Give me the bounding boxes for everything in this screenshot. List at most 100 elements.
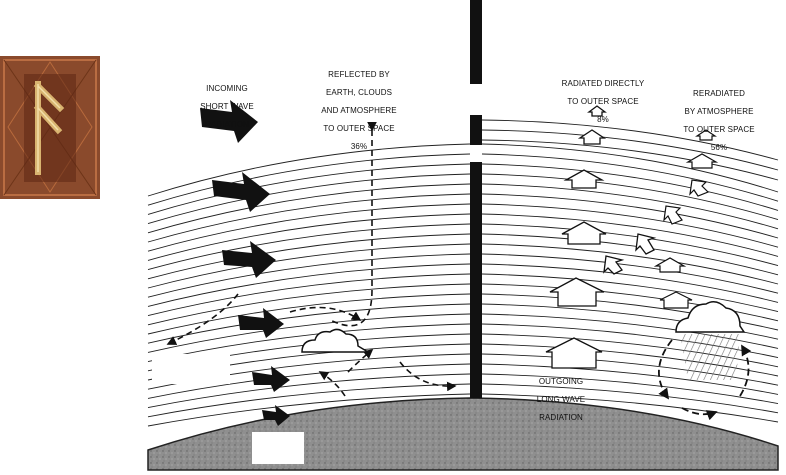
atmosphere-line xyxy=(481,363,779,395)
reflected-path-ground xyxy=(399,361,457,392)
outgoing-arrow-8 xyxy=(635,233,657,255)
atmosphere-line xyxy=(147,143,471,197)
reflected-label: REFLECTED BY EARTH, CLOUDS AND ATMOSPHER… xyxy=(318,61,400,160)
atmosphere-line xyxy=(147,253,471,298)
reradiated-arrow-5 xyxy=(653,257,687,273)
reradiated-arrows xyxy=(653,129,719,309)
circulation-left xyxy=(658,339,673,400)
divider-bar-mid xyxy=(470,115,482,145)
outgoing-label: OUTGOING LONG WAVE RADIATION xyxy=(536,377,586,422)
radiated-label: RADIATED DIRECTLY TO OUTER SPACE 8% xyxy=(552,70,654,133)
outgoing-arrow-5 xyxy=(577,129,607,145)
atmosphere-line xyxy=(147,373,471,409)
incoming-arrows xyxy=(200,100,290,426)
atmosphere-line xyxy=(147,363,471,399)
atmosphere-line xyxy=(147,173,471,225)
incoming-arrow-6 xyxy=(262,405,290,426)
atmosphere-line xyxy=(481,173,779,221)
snow-patch xyxy=(252,432,304,464)
atmosphere-line xyxy=(481,193,779,239)
rain-shaft xyxy=(680,334,740,380)
atmosphere-line-top xyxy=(481,129,779,171)
reradiated-label: RERADIATED BY ATMOSPHERE TO OUTER SPACE … xyxy=(674,80,764,161)
atmosphere-line xyxy=(481,153,779,202)
atmosphere-line xyxy=(147,163,471,215)
atmosphere-line xyxy=(481,273,779,313)
atmosphere-line xyxy=(481,143,779,193)
atmosphere-line xyxy=(481,203,779,248)
atmosphere-line xyxy=(147,153,471,206)
atmosphere-line xyxy=(147,383,471,418)
incoming-arrow-1 xyxy=(200,100,258,143)
atmosphere-line xyxy=(147,303,471,344)
incoming-arrow-4 xyxy=(238,308,284,338)
atmosphere-line xyxy=(481,343,779,377)
atmosphere-line xyxy=(147,243,471,289)
circulation-arrows xyxy=(658,339,752,421)
incoming-arrow-5 xyxy=(252,366,290,392)
incoming-label: INCOMING SHORT WAVE RADIATION xyxy=(200,84,254,129)
reflected-path-low xyxy=(347,348,374,373)
outgoing-arrow-2 xyxy=(549,277,605,307)
atmosphere-line xyxy=(481,293,779,331)
atmosphere-line xyxy=(147,283,471,326)
atmosphere-line xyxy=(147,233,471,280)
reflected-path-main xyxy=(329,122,377,327)
atmosphere-line xyxy=(481,333,779,368)
atmosphere-line-top xyxy=(481,119,779,161)
outgoing-arrow-7 xyxy=(603,255,625,275)
reradiated-arrow-6 xyxy=(659,291,693,309)
atmosphere-line xyxy=(481,183,779,230)
rune-tile-icon xyxy=(0,56,100,199)
cloud-icon xyxy=(301,328,371,353)
atmosphere-line xyxy=(147,213,471,261)
outgoing-arrow-3 xyxy=(561,221,607,245)
atmosphere-line xyxy=(147,273,471,317)
atmosphere-line xyxy=(481,233,779,276)
reflected-paths xyxy=(166,122,457,397)
atmosphere-line xyxy=(147,203,471,252)
radiated-percent: 8% xyxy=(597,115,609,124)
atmosphere-line xyxy=(481,263,779,303)
reflected-path-bottom xyxy=(318,371,346,397)
incoming-arrow-3 xyxy=(222,241,276,278)
atmosphere-line xyxy=(481,313,779,349)
atmosphere-line xyxy=(481,393,779,423)
circulation-right xyxy=(739,344,752,397)
atmosphere-layers-left xyxy=(147,143,471,427)
reradiated-percent: 56% xyxy=(710,143,728,152)
atmosphere-line xyxy=(481,373,779,405)
atmosphere-line xyxy=(147,323,471,363)
atmosphere-line-top xyxy=(481,139,779,181)
atmosphere-line xyxy=(481,383,779,414)
atmosphere-line xyxy=(147,183,471,234)
divider-bar-top xyxy=(470,0,482,84)
atmosphere-line xyxy=(147,193,471,243)
atmosphere-line xyxy=(147,223,471,271)
incoming-arrow-2 xyxy=(212,172,270,212)
divider-bar-bottom xyxy=(470,162,482,398)
atmosphere-line xyxy=(481,213,779,257)
circulation-bottom xyxy=(681,407,718,421)
reflected-percent: 36% xyxy=(350,142,368,151)
atmosphere-line xyxy=(147,393,471,427)
reradiated-arrow-1 xyxy=(695,129,717,141)
atmosphere-line xyxy=(147,263,471,307)
atmosphere-line xyxy=(147,313,471,353)
outgoing-arrow-1 xyxy=(545,337,603,369)
reradiated-arrow-4 xyxy=(663,205,683,225)
outgoing-arrow-4 xyxy=(563,169,605,189)
reradiated-arrow-3 xyxy=(689,179,710,197)
outgoing-arrows xyxy=(545,105,657,369)
rain-cloud-icon xyxy=(675,301,746,333)
snow-patch-left xyxy=(152,354,230,384)
atmosphere-line xyxy=(481,163,779,211)
reradiated-arrow-2 xyxy=(685,153,719,169)
atmosphere-line xyxy=(481,283,779,322)
atmosphere-line xyxy=(481,223,779,267)
atmosphere-line xyxy=(147,293,471,335)
atmosphere-line xyxy=(481,253,779,294)
atmosphere-line xyxy=(481,243,779,285)
atmosphere-line xyxy=(481,353,779,386)
